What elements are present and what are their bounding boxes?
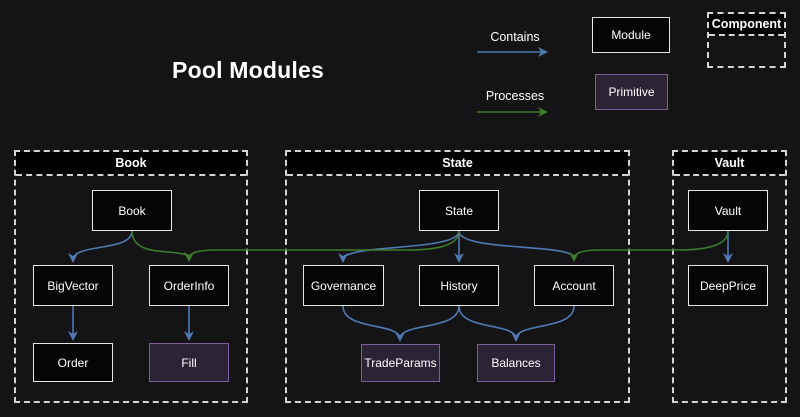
group-book: Book [14,150,248,403]
node-history-label: History [440,278,478,293]
node-account: Account [534,265,614,306]
node-vault: Vault [688,190,768,231]
node-governance: Governance [303,265,384,306]
node-fill: Fill [149,343,229,382]
node-deepprice: DeepPrice [688,265,768,306]
legend-module-sample: Module [592,17,670,53]
group-book-header: Book [16,152,246,176]
node-fill-label: Fill [181,355,197,370]
node-deepprice-label: DeepPrice [699,278,757,293]
node-book: Book [92,190,172,231]
node-bigvector-label: BigVector [47,278,99,293]
node-state-label: State [444,203,474,218]
node-orderinfo-label: OrderInfo [163,278,215,293]
node-balances: Balances [477,344,555,382]
node-account-label: Account [552,278,596,293]
legend-module-label: Module [611,28,651,42]
group-state: State [285,150,630,403]
page-title: Pool Modules [172,57,324,83]
legend-primitive-sample: Primitive [595,74,668,110]
node-tradeparams-label: TradeParams [364,356,437,370]
group-vault: Vault [672,150,787,403]
node-governance-label: Governance [310,278,377,293]
legend-component-sample: Component [707,12,786,68]
node-state: State [419,190,499,231]
group-state-header: State [287,152,628,176]
node-tradeparams: TradeParams [361,344,440,382]
node-vault-label: Vault [714,203,742,218]
node-balances-label: Balances [491,356,541,370]
node-bigvector: BigVector [33,265,113,306]
legend-contains-label: Contains [490,30,540,44]
legend-primitive-label: Primitive [608,85,655,99]
legend-component-label: Component [709,14,784,36]
node-orderinfo: OrderInfo [149,265,229,306]
group-vault-header: Vault [674,152,785,176]
node-book-label: Book [118,203,146,218]
node-order-label: Order [57,355,89,370]
legend-processes-label: Processes [485,89,545,103]
node-history: History [419,265,499,306]
node-order: Order [33,343,113,382]
